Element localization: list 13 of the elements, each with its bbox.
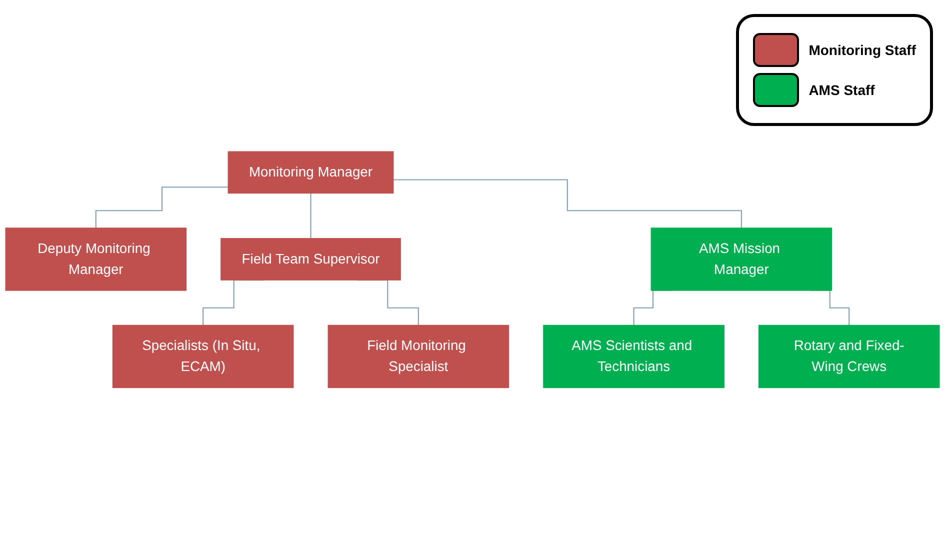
node-box: Deputy Monitoring Manager bbox=[5, 227, 187, 291]
node-box: Field Team Supervisor bbox=[220, 238, 401, 280]
connector bbox=[95, 186, 228, 228]
node-box: Field Monitoring Specialist bbox=[328, 324, 510, 388]
connector bbox=[310, 192, 312, 239]
legend-text: AMS Staff bbox=[808, 82, 875, 98]
node-box: AMS Scientists and Technicians bbox=[543, 324, 724, 388]
connector bbox=[393, 179, 742, 228]
node-box: AMS Mission Manager bbox=[650, 227, 832, 291]
node-box: Monitoring Manager bbox=[228, 151, 394, 194]
legend-text: Monitoring Staff bbox=[808, 42, 916, 58]
node-box: Specialists (In Situ, ECAM) bbox=[112, 324, 294, 388]
node-box: Rotary and Fixed-Wing Crews bbox=[758, 324, 940, 388]
